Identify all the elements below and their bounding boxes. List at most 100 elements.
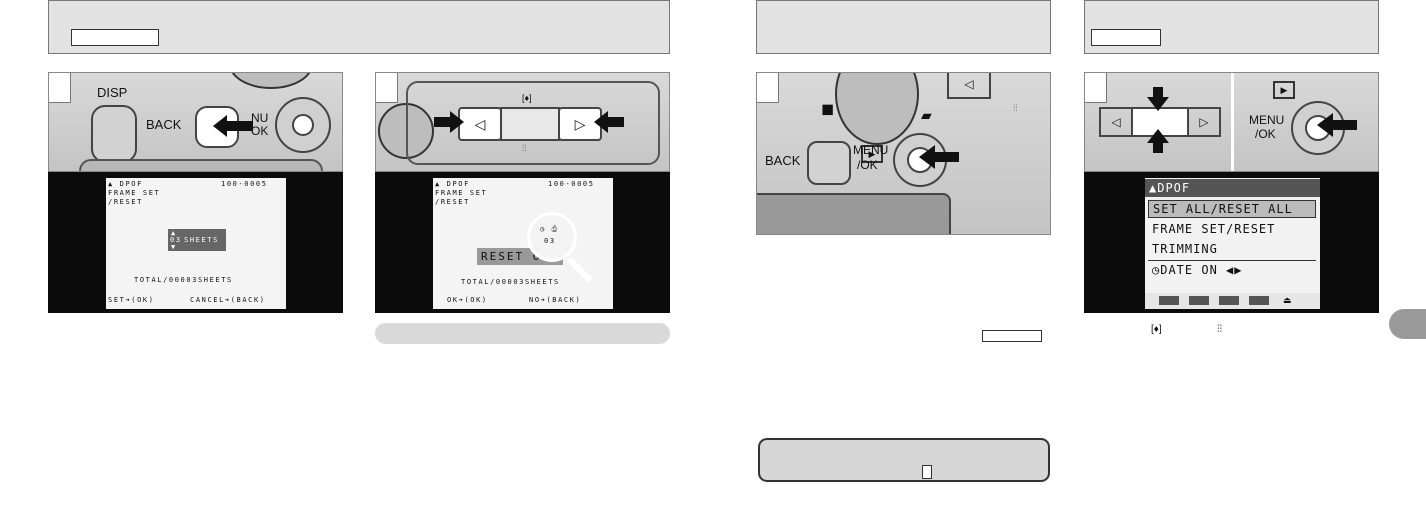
menu-title-text: DPOF [1157, 181, 1191, 195]
frame-set-line: FRAME SET [108, 189, 161, 197]
frame-number: 100-0005 [221, 180, 268, 188]
clock-icon: ◷ [1152, 263, 1161, 277]
set-label: SET [108, 296, 126, 304]
zoom-wide-icon: ⫶⫶ [1013, 103, 1018, 113]
panel-dpof-menu: ◁ ▷ ▶ MENU /OK [1084, 72, 1379, 172]
note-box [758, 438, 1050, 482]
dpof-icon: ▲ [435, 180, 441, 188]
camera-top-edge [406, 81, 660, 165]
menu-item-frame-set[interactable]: FRAME SET/RESET [1152, 222, 1276, 236]
header-label-box [71, 29, 159, 46]
step-number [757, 73, 779, 103]
press-right-arrow-icon [594, 111, 624, 138]
sheet-count: 03 [170, 236, 182, 244]
press-arrow-icon [1317, 113, 1357, 142]
panel-back-button: DISP BACK NU OK [48, 72, 343, 172]
press-up-arrow-icon [1147, 129, 1169, 158]
mode-label: DPOF [119, 180, 143, 188]
bottom-icon-bar: ⏏ [1145, 293, 1320, 309]
cancel-label: CANCEL [190, 296, 225, 304]
divider [1231, 73, 1234, 171]
lcd-frame-a: ▲ DPOF 100-0005 FRAME SET /RESET ▲ 03 ▼ … [48, 172, 343, 313]
set-key: (OK) [131, 296, 155, 304]
header-label-box [1091, 29, 1161, 46]
press-arrow-icon [919, 145, 959, 174]
inline-label-box [982, 330, 1042, 342]
body-edge [79, 159, 323, 171]
note-box-glyph [922, 465, 932, 479]
sheets-unit: SHEETS [184, 236, 219, 244]
menu-ok-button[interactable] [275, 97, 331, 153]
left-page-header [48, 0, 670, 54]
controller-right[interactable]: ▷ [1187, 107, 1221, 137]
back-label: BACK [146, 117, 182, 132]
chapter-tab [1389, 309, 1426, 339]
back-button[interactable] [807, 141, 851, 185]
lcd-edge [757, 193, 951, 234]
back-label: BACK [765, 153, 801, 168]
lcd-frame-d: ▲DPOF SET ALL/RESET ALL FRAME SET/RESET … [1084, 172, 1379, 313]
controller-center [500, 107, 560, 141]
press-left-arrow-icon [434, 111, 464, 138]
play-icon: ▶ [861, 145, 883, 163]
protect-icon[interactable] [1189, 296, 1209, 305]
lcd-frame-b: ▲ DPOF 100-0005 FRAME SET /RESET RESET O… [375, 172, 670, 313]
ok-label: OK [447, 296, 459, 304]
left-right-icon: ◀▶ [1226, 263, 1243, 277]
dpof-icon: ▲ [1149, 181, 1158, 195]
reset-line: /RESET [108, 198, 143, 206]
disp-button[interactable] [91, 105, 137, 163]
print-icon[interactable]: ⏏ [1283, 295, 1292, 305]
no-label: NO [529, 296, 541, 304]
step-number [49, 73, 71, 103]
magnifier-icon: ◷ ⎙ 03 [527, 212, 577, 262]
zoom-wide-icon: ⫶⫶ [522, 143, 527, 153]
mode-dial [835, 73, 919, 145]
right-page-header-2 [1084, 0, 1379, 54]
total-sheets: TOTAL/00003SHEETS [461, 278, 560, 286]
magnified-count: 03 [544, 237, 556, 245]
controller-left[interactable]: ◁ [458, 107, 502, 141]
frame-number: 100-0005 [548, 180, 595, 188]
dpof-icon: ▲ [108, 180, 114, 188]
right-page-header-1 [756, 0, 1051, 54]
press-arrow-icon [213, 115, 253, 137]
ok-key: (OK) [464, 296, 488, 304]
sheet-stepper[interactable]: ▲ 03 ▼ SHEETS [168, 229, 226, 251]
frame-set-line: FRAME SET [435, 189, 488, 197]
date-on-label: DATE ON [1160, 263, 1218, 277]
zoom-tele-icon: [♦] [522, 93, 532, 103]
ok-label-partial: OK [251, 124, 269, 138]
panel-menu-ok-button: ◼ ▶ ▰ ◁ ⫶⫶ BACK MENU /OK [756, 72, 1051, 235]
menu-item-date-on[interactable]: ◷DATE ON ◀▶ [1148, 260, 1316, 278]
menu-ok-button[interactable] [893, 133, 947, 187]
menu-label: MENU [853, 143, 889, 157]
play-icon: ▶ [1273, 81, 1295, 99]
controller-left[interactable]: ◁ [1099, 107, 1133, 137]
trash-icon[interactable] [1159, 296, 1179, 305]
menu-label: MENU [1249, 113, 1285, 127]
zoom-wide-icon: ⫶⫶ [1217, 324, 1222, 335]
press-down-arrow-icon [1147, 87, 1169, 116]
reset-line: /RESET [435, 198, 470, 206]
no-key: (BACK) [546, 296, 582, 304]
menu-item-trimming[interactable]: TRIMMING [1152, 242, 1218, 256]
disp-label: DISP [97, 85, 128, 100]
step-number [376, 73, 398, 103]
mode-label: DPOF [446, 180, 470, 188]
cancel-key: (BACK) [230, 296, 266, 304]
ok-label: /OK [857, 158, 878, 172]
camera-icon: ◼ [821, 101, 835, 118]
zoom-left-button[interactable]: ◁ [947, 73, 991, 99]
lcd-screen-b: ▲ DPOF 100-0005 FRAME SET /RESET RESET O… [433, 178, 613, 309]
resize-icon[interactable] [1249, 296, 1269, 305]
lcd-screen-d: ▲DPOF SET ALL/RESET ALL FRAME SET/RESET … [1145, 178, 1320, 309]
lcd-screen-a: ▲ DPOF 100-0005 FRAME SET /RESET ▲ 03 ▼ … [106, 178, 286, 309]
menu-title: ▲DPOF [1145, 179, 1320, 197]
menu-label-partial: NU [251, 111, 269, 125]
note-bar [375, 323, 670, 344]
menu-item-set-all[interactable]: SET ALL/RESET ALL [1148, 200, 1316, 218]
panel-controller-left-right: ◁ ▷ [♦] ⫶⫶ [375, 72, 670, 172]
zoom-tele-icon: [♦] [1151, 324, 1162, 335]
slideshow-icon[interactable] [1219, 296, 1239, 305]
